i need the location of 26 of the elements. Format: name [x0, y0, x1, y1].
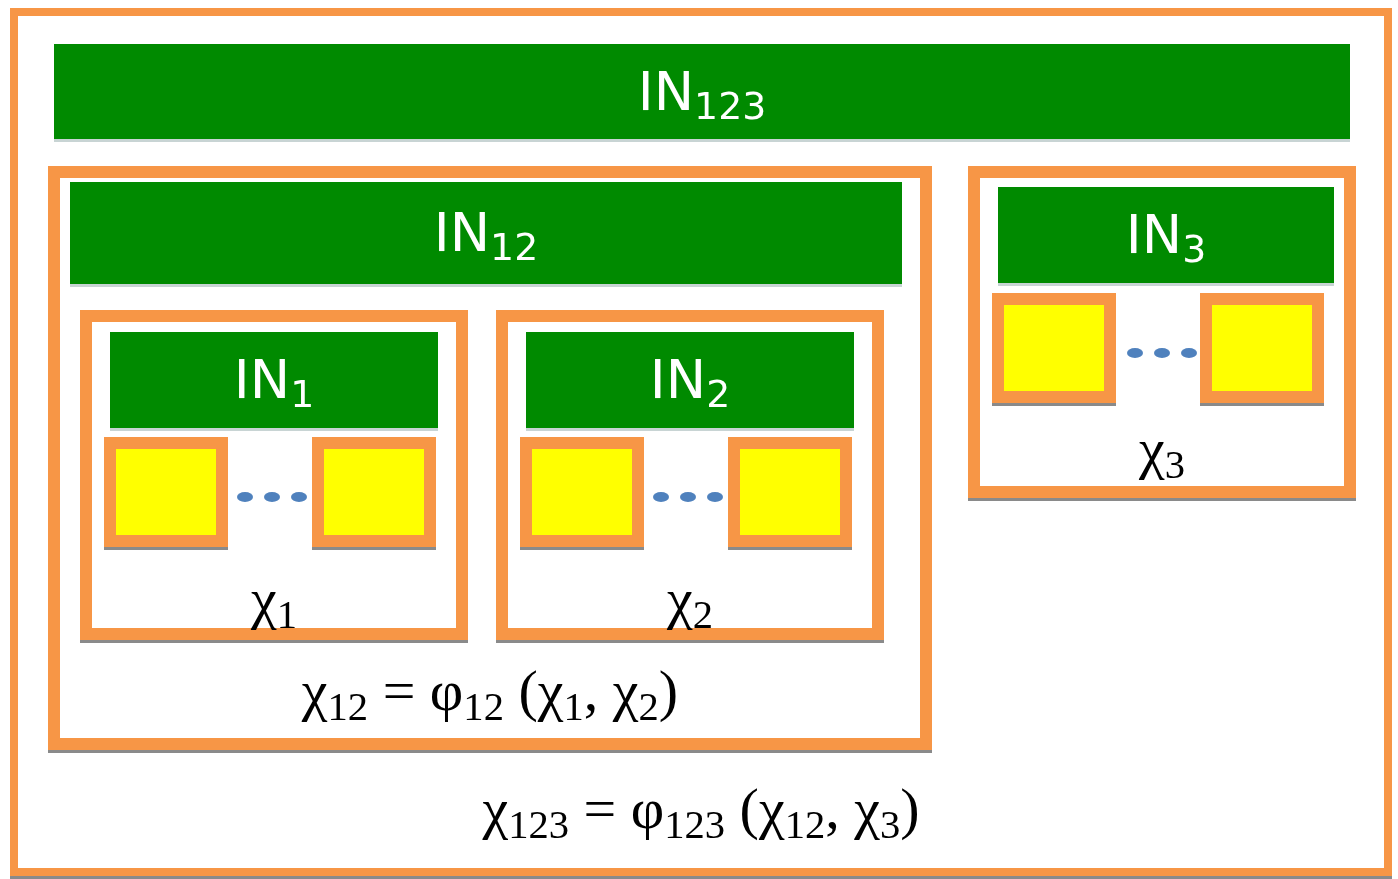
formula-caption: χ$_{123}$ = φ$_{123}$ (χ$_{12}$, χ$_{3}$): [481, 780, 921, 838]
bar-label: IN$_{1}$: [233, 353, 315, 407]
label-bar: [70, 182, 902, 284]
label-bar: [110, 332, 438, 428]
formula-caption: χ$_{3}$: [1137, 420, 1186, 478]
bar-label: IN$_{123}$: [637, 64, 767, 119]
bar-label: IN$_{2}$: [649, 353, 731, 407]
formula-caption: χ$_{12}$ = φ$_{12}$ (χ$_{1}$, χ$_{2}$): [300, 662, 680, 720]
group-frame: [80, 310, 468, 640]
group-frame: [496, 310, 884, 640]
label-bar: [526, 332, 854, 428]
group-frame: [968, 166, 1356, 498]
group-frame: [48, 166, 932, 750]
square-box: [104, 437, 228, 547]
bar-label: IN$_{3}$: [1125, 208, 1207, 262]
bar-label: IN$_{12}$: [433, 206, 539, 260]
label-bar: [998, 187, 1334, 283]
square-box: [312, 437, 436, 547]
square-box: [728, 437, 852, 547]
formula-caption: χ$_{2}$: [665, 570, 714, 628]
label-bar: [54, 44, 1350, 139]
group-frame: [10, 8, 1392, 876]
square-box: [992, 293, 1116, 403]
formula-caption: χ$_{1}$: [249, 570, 298, 628]
square-box: [520, 437, 644, 547]
square-box: [1200, 293, 1324, 403]
